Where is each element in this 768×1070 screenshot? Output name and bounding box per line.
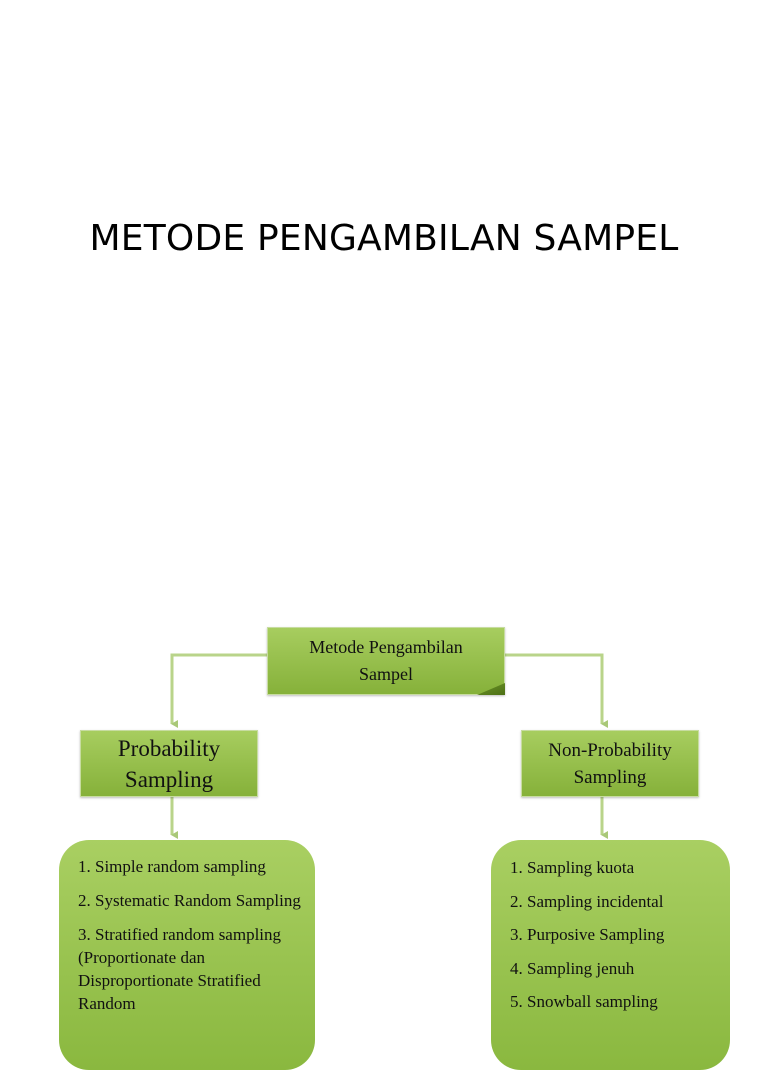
probability-sampling-node: Probability Sampling xyxy=(80,730,258,797)
connector-root-to-non-probability xyxy=(505,653,608,728)
non-probability-line-2: Sampling xyxy=(573,766,647,788)
non-probability-methods-list: 1. Sampling kuota 2. Sampling incidental… xyxy=(510,856,720,1013)
list-item: 2. Sampling incidental xyxy=(510,891,664,911)
probability-line-1: Probability xyxy=(117,735,221,761)
root-node: Metode Pengambilan Sampel xyxy=(267,627,505,695)
probability-methods-panel: 1. Simple random sampling 2. Systematic … xyxy=(59,840,315,1070)
non-probability-sampling-node: Non-Probability Sampling xyxy=(521,730,699,797)
connector-root-to-probability xyxy=(170,653,267,728)
list-item: 1. Simple random sampling xyxy=(78,857,266,876)
non-probability-line-1: Non-Probability xyxy=(548,739,672,761)
root-node-line-1: Metode Pengambilan xyxy=(309,637,463,657)
folded-corner xyxy=(477,683,505,695)
probability-line-2: Sampling xyxy=(124,766,214,792)
list-item: 3. Purposive Sampling xyxy=(510,925,665,945)
list-item: 4. Sampling jenuh xyxy=(510,958,635,978)
root-node-line-2: Sampel xyxy=(359,664,413,684)
non-probability-methods-panel: 1. Sampling kuota 2. Sampling incidental… xyxy=(491,840,730,1070)
list-item: 2. Systematic Random Sampling xyxy=(78,891,301,910)
slide-title: METODE PENGAMBILAN SAMPEL xyxy=(89,218,679,259)
probability-methods-list: 1. Simple random sampling 2. Systematic … xyxy=(78,855,301,1015)
list-item: 1. Sampling kuota xyxy=(510,858,635,877)
list-item: 3. Stratified random sampling (Proportio… xyxy=(78,925,282,1013)
diagram-connectors xyxy=(170,653,608,839)
list-item: 5. Snowball sampling xyxy=(510,992,658,1012)
